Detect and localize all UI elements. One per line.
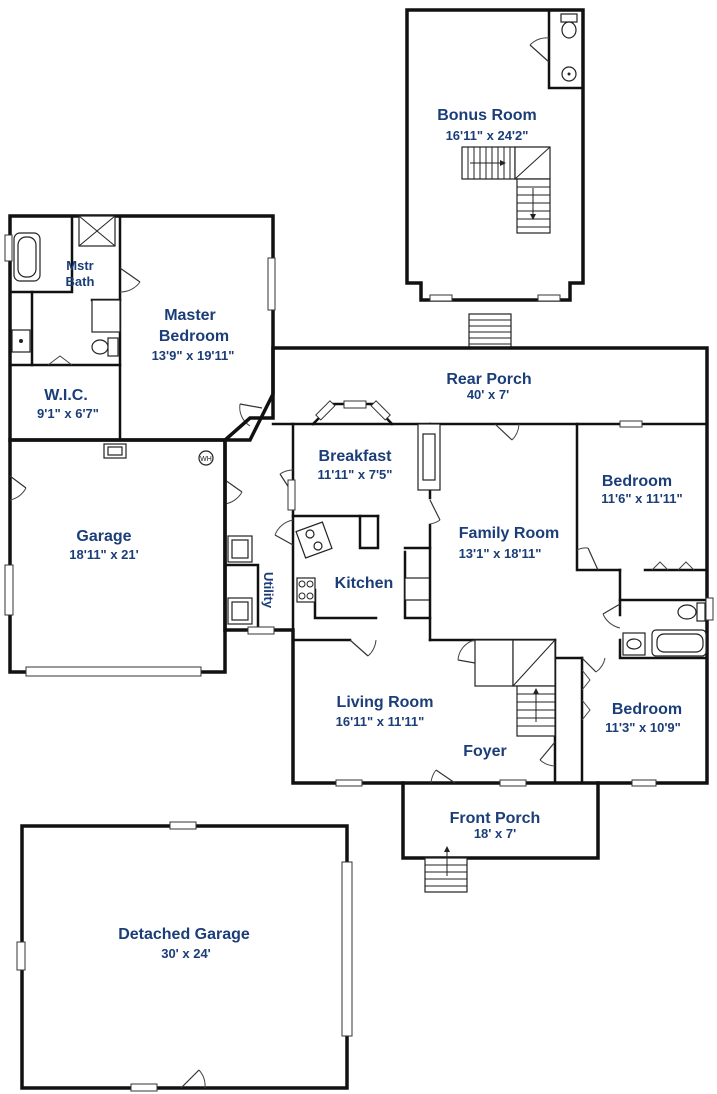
room-name-front-porch: Front Porch xyxy=(450,810,541,827)
window-icon xyxy=(247,626,275,635)
room-dim-bedroom: 11'3" x 10'9" xyxy=(605,720,681,735)
water-heater-label: WH xyxy=(200,456,212,463)
garage: WH Garage 18'11" x 21' xyxy=(4,438,243,677)
room-dim-bonus: 16'11" x 24'2" xyxy=(446,128,529,143)
bonus-room: Bonus Room 16'11" x 24'2" xyxy=(405,8,585,302)
toilet-icon xyxy=(677,602,706,622)
door-swing-icon xyxy=(180,1069,206,1089)
bathtub-icon xyxy=(13,232,41,282)
window-icon xyxy=(537,294,561,302)
window-icon xyxy=(130,1083,158,1092)
washer-icon xyxy=(227,535,253,563)
door-swing-icon xyxy=(539,741,556,767)
room-name-breakfast: Breakfast xyxy=(319,448,393,465)
room-name-detached-garage: Detached Garage xyxy=(118,926,250,943)
window-icon xyxy=(499,779,527,787)
dryer-icon xyxy=(227,597,253,625)
garage-door xyxy=(341,861,353,1037)
stairs-icon xyxy=(468,313,512,349)
stairs-icon xyxy=(424,846,468,893)
door-swing-icon xyxy=(349,639,377,657)
room-dim-rear-porch: 40' x 7' xyxy=(467,387,509,402)
window-icon xyxy=(4,234,13,262)
toilet-icon xyxy=(91,337,119,357)
room-name-rear-porch: Rear Porch xyxy=(446,371,531,388)
detached-garage: Detached Garage 30' x 24' xyxy=(16,821,353,1092)
window-icon xyxy=(315,400,336,421)
room-dim-master: 13'9" x 19'11" xyxy=(152,348,235,363)
room-name-living-room: Living Room xyxy=(337,694,434,711)
door-swing-icon xyxy=(529,37,550,63)
main-house: Rear Porch 40' x 7' Breakfast 11'11" x 7… xyxy=(223,346,714,787)
room-name-bonus: Bonus Room xyxy=(437,107,537,124)
room-dim-bedroom: 11'6" x 11'11" xyxy=(601,491,682,506)
stairs-icon xyxy=(461,146,551,234)
room-dim-front-porch: 18' x 7' xyxy=(474,826,516,841)
stove-icon xyxy=(296,577,316,603)
toilet-icon xyxy=(560,13,578,39)
door-swing-icon xyxy=(494,423,520,441)
room-name-kitchen: Kitchen xyxy=(335,575,394,592)
sink-icon xyxy=(103,443,127,459)
window-icon xyxy=(370,400,391,421)
room-name-wic: W.I.C. xyxy=(44,387,88,404)
sink-icon xyxy=(295,521,333,559)
window-icon xyxy=(429,294,453,302)
window-icon xyxy=(287,479,296,511)
room-dim-family-room: 13'1" x 18'11" xyxy=(459,546,542,561)
room-name-master: Master xyxy=(164,307,216,324)
window-icon xyxy=(335,779,363,787)
master-wing: Mstr Bath Master Bedroom 13'9" x 19'11" … xyxy=(4,214,276,442)
sink-icon xyxy=(11,329,31,353)
room-name-family-room: Family Room xyxy=(459,525,559,542)
room-dim-wic: 9'1" x 6'7" xyxy=(37,406,99,421)
door-swing-icon xyxy=(429,499,441,525)
window-icon xyxy=(705,597,714,621)
window-icon xyxy=(343,400,367,409)
fireplace-icon xyxy=(417,423,441,491)
door-swing-icon xyxy=(274,519,294,546)
room-dim-living-room: 16'11" x 11'11" xyxy=(336,714,425,729)
room-name-master: Bedroom xyxy=(159,328,229,345)
door-swing-icon xyxy=(430,769,456,784)
front-porch: Front Porch 18' x 7' xyxy=(401,781,600,893)
room-dim-breakfast: 11'11" x 7'5" xyxy=(318,467,393,482)
door-swing-icon xyxy=(224,479,243,505)
room-name-bedroom: Bedroom xyxy=(602,473,672,490)
window-icon xyxy=(619,420,643,428)
room-dim-detached-garage: 30' x 24' xyxy=(161,946,211,961)
bathtub-icon xyxy=(651,629,707,657)
door-swing-icon xyxy=(47,355,73,366)
room-name-bedroom: Bedroom xyxy=(612,701,682,718)
door-swing-icon xyxy=(239,403,263,427)
room-name-garage: Garage xyxy=(76,528,131,545)
door-swing-icon xyxy=(119,267,141,293)
window-icon xyxy=(16,941,26,971)
water-heater-icon: WH xyxy=(198,450,214,466)
garage-door xyxy=(25,666,202,677)
room-name-mstr-bath: Bath xyxy=(66,274,95,289)
room-name-foyer: Foyer xyxy=(463,743,507,760)
door-swing-icon xyxy=(457,639,476,664)
room-name-utility: Utility xyxy=(261,572,276,609)
shower-icon xyxy=(78,215,116,247)
window-icon xyxy=(169,821,197,830)
door-swing-icon xyxy=(576,547,599,571)
sink-icon xyxy=(561,66,577,82)
window-icon xyxy=(267,257,276,311)
window-icon xyxy=(4,564,14,616)
room-dim-garage: 18'11" x 21' xyxy=(69,547,138,562)
window-icon xyxy=(631,779,657,787)
door-swing-icon xyxy=(581,657,606,673)
stairs-icon xyxy=(474,639,556,737)
door-swing-icon xyxy=(602,603,621,629)
door-swing-icon xyxy=(9,475,27,501)
room-name-mstr-bath: Mstr xyxy=(66,258,93,273)
sink-icon xyxy=(622,632,646,656)
